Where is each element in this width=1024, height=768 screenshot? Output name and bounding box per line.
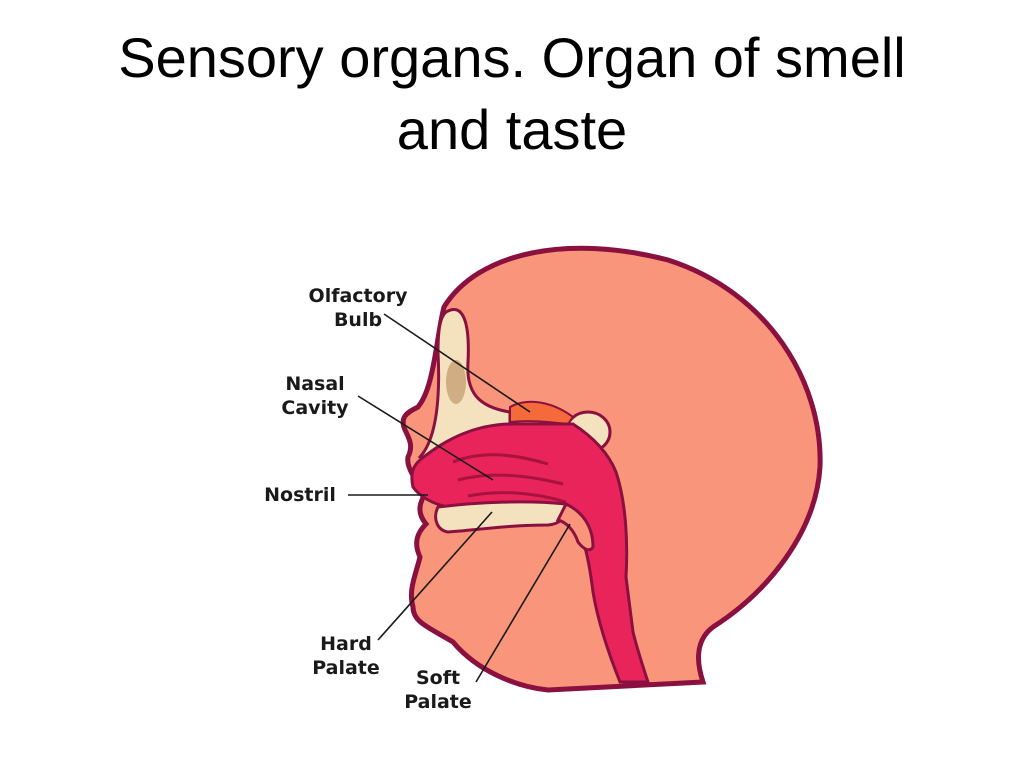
head-cross-section-figure: Olfactory Bulb Nasal Cavity Nostril Hard… — [248, 212, 826, 724]
label-hard-palate: Hard Palate — [312, 633, 380, 679]
pointer-soft-palate — [475, 523, 571, 683]
title-line-2: and taste — [396, 98, 628, 161]
title-line-1: Sensory organs. Organ of smell — [118, 26, 906, 89]
pointer-hard-palate — [377, 511, 493, 641]
label-olfactory-bulb: Olfactory Bulb — [308, 285, 408, 331]
slide-title: Sensory organs. Organ of smell and taste — [0, 22, 1024, 166]
head-illustration — [348, 245, 823, 693]
olfactory-bulb — [509, 400, 575, 426]
label-soft-palate: Soft Palate — [404, 667, 472, 713]
frontal-sinus — [446, 360, 466, 404]
pointer-olfactory-bulb — [383, 313, 531, 413]
pointer-nasal-cavity — [357, 395, 494, 481]
hard-palate — [434, 500, 568, 534]
label-nostril: Nostril — [264, 484, 336, 506]
pointer-lines — [348, 313, 571, 683]
label-nasal-cavity: Nasal Cavity — [281, 373, 349, 419]
soft-palate — [555, 502, 595, 552]
